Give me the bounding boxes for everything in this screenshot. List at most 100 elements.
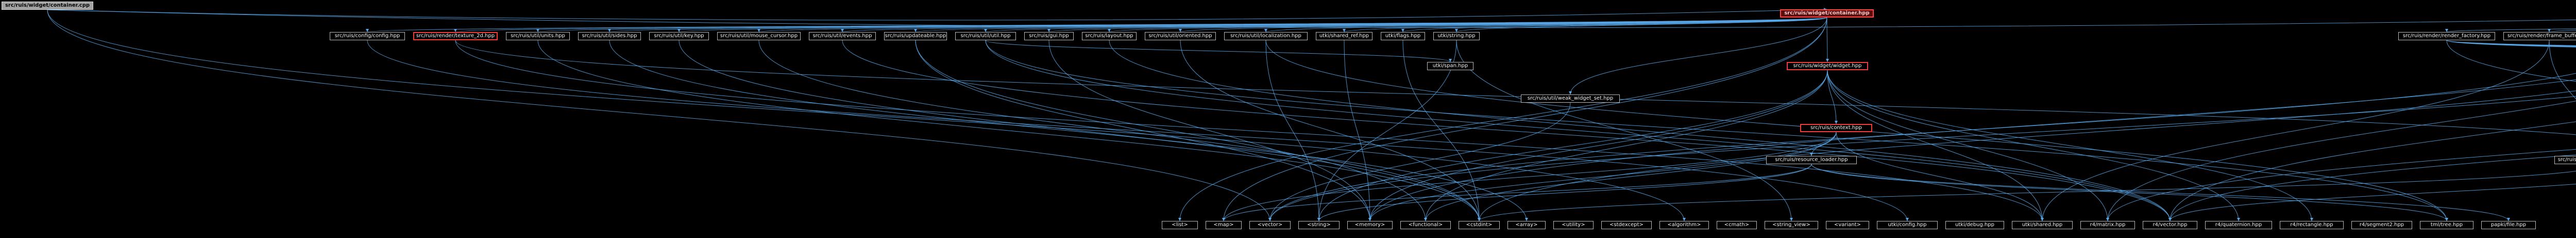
- graph-node-c16[interactable]: utki/string.hpp: [1433, 32, 1480, 40]
- include-edge: [985, 40, 1452, 62]
- include-edge: [1317, 70, 1828, 221]
- graph-node-b19[interactable]: r4/vector.hpp: [2143, 221, 2197, 229]
- graph-node-w0[interactable]: src/ruis/widget/widget.hpp: [1787, 62, 1868, 70]
- graph-node-c14[interactable]: utki/shared_ref.hpp: [1316, 32, 1372, 40]
- graph-node-c6[interactable]: src/ruis/util/mouse_cursor.hpp: [717, 32, 801, 40]
- include-edge: [2445, 28, 2576, 33]
- graph-node-b4[interactable]: <string>: [1298, 221, 1340, 229]
- graph-node-b22[interactable]: r4/segment2.hpp: [2351, 221, 2412, 229]
- include-edge: [1424, 70, 1828, 221]
- include-edge: [841, 17, 1827, 33]
- include-edge: [1180, 40, 1481, 221]
- include-edge: [455, 40, 2576, 135]
- include-edge: [47, 9, 2576, 28]
- graph-node-b11[interactable]: <algorithm>: [1659, 221, 1709, 229]
- include-edge: [2446, 40, 2576, 47]
- include-edge: [1569, 17, 1827, 95]
- include-edge: [1265, 40, 1320, 221]
- include-edge: [2549, 40, 2576, 100]
- graph-node-b3[interactable]: <vector>: [1249, 221, 1291, 229]
- include-edge: [1222, 132, 1837, 221]
- graph-node-c13[interactable]: src/ruis/util/localization.hpp: [1224, 32, 1308, 40]
- graph-node-g1[interactable]: src/ruis/render/texture_depth.hpp: [2554, 156, 2576, 164]
- include-edge: [537, 40, 1481, 221]
- include-edge: [47, 8, 1827, 21]
- include-edge: [1424, 132, 1837, 221]
- graph-node-b10[interactable]: <stdexcept>: [1601, 221, 1652, 229]
- include-edge: [455, 40, 2044, 221]
- include-edge: [1478, 90, 2576, 221]
- include-edge: [2446, 40, 2576, 46]
- include-edge: [1811, 164, 2510, 221]
- include-edge: [1222, 17, 1827, 221]
- graph-node-h0[interactable]: src/ruis/widget/container.hpp: [1780, 9, 1874, 18]
- graph-node-b6[interactable]: <functional>: [1400, 221, 1451, 229]
- include-edge: [1109, 40, 2172, 221]
- graph-node-c5[interactable]: src/ruis/util/key.hpp: [649, 32, 709, 40]
- graph-node-g0[interactable]: src/ruis/resource_loader.hpp: [1766, 156, 1857, 164]
- graph-node-c4[interactable]: src/ruis/util/sides.hpp: [578, 32, 641, 40]
- include-edge: [2168, 154, 2576, 221]
- include-edge: [2548, 28, 2576, 33]
- graph-node-b5[interactable]: <memory>: [1347, 221, 1393, 229]
- include-edge: [915, 40, 1371, 221]
- include-edge: [679, 40, 1481, 221]
- graph-node-c12[interactable]: src/ruis/util/oriented.hpp: [1145, 32, 1216, 40]
- graph-node-c8[interactable]: src/ruis/updateable.hpp: [884, 32, 947, 40]
- include-edge: [1268, 96, 2576, 221]
- graph-node-b17[interactable]: utki/shared.hpp: [2012, 221, 2073, 229]
- graph-node-b9[interactable]: <utility>: [1553, 221, 1594, 229]
- include-edge: [1836, 132, 2044, 221]
- include-edge: [2446, 40, 2576, 82]
- graph-node-c3[interactable]: src/ruis/util/units.hpp: [506, 32, 570, 40]
- graph-node-c7[interactable]: src/ruis/util/events.hpp: [809, 32, 876, 40]
- graph-node-b20[interactable]: r4/quaternion.hpp: [2205, 221, 2272, 229]
- include-edge: [1827, 70, 1838, 124]
- include-edge: [2041, 40, 2550, 221]
- include-edge: [1827, 70, 2044, 221]
- graph-node-f2[interactable]: src/ruis/render/frame_buffer.hpp: [2503, 32, 2576, 40]
- graph-node-c1[interactable]: src/ruis/config/config.hpp: [330, 32, 405, 40]
- graph-node-f1[interactable]: src/ruis/render/render_factory.hpp: [2398, 32, 2495, 40]
- include-edge: [1344, 40, 1371, 221]
- graph-node-c10[interactable]: src/ruis/gui.hpp: [1024, 32, 1074, 40]
- graph-node-c15[interactable]: utki/flags.hpp: [1381, 32, 1425, 40]
- graph-node-b18[interactable]: r4/matrix.hpp: [2080, 221, 2135, 229]
- graph-node-u1[interactable]: utki/span.hpp: [1427, 62, 1473, 70]
- graph-node-b24[interactable]: papki/file.hpp: [2481, 221, 2536, 229]
- include-edge: [47, 9, 1272, 221]
- graph-node-b12[interactable]: <cmath>: [1717, 221, 1757, 229]
- include-edge: [2168, 121, 2576, 221]
- graph-node-b7[interactable]: <cstdint>: [1459, 221, 1500, 229]
- include-edge: [1456, 40, 1793, 221]
- graph-node-b21[interactable]: r4/rectangle.hpp: [2280, 221, 2344, 229]
- graph-node-x0[interactable]: src/ruis/context.hpp: [1800, 124, 1872, 132]
- include-edge: [1402, 40, 1481, 221]
- include-edge: [1268, 73, 2576, 221]
- graph-node-b2[interactable]: <map>: [1206, 221, 1242, 229]
- graph-node-b1[interactable]: <list>: [1162, 221, 1198, 229]
- include-edge: [1827, 70, 2109, 221]
- include-edge: [1478, 170, 2576, 221]
- include-edge: [1455, 17, 1827, 33]
- include-edge: [1048, 40, 1371, 221]
- include-edge: [842, 40, 2172, 221]
- include-edge: [1827, 70, 2240, 221]
- graph-node-e0[interactable]: src/ruis/util/weak_widget_set.hpp: [1521, 94, 1620, 103]
- graph-node-c11[interactable]: src/ruis/layout.hpp: [1082, 32, 1137, 40]
- include-edge: [1317, 164, 1812, 221]
- graph-node-b15[interactable]: utki/config.hpp: [1877, 221, 1938, 229]
- graph-node-b16[interactable]: utki/debug.hpp: [1945, 221, 2004, 229]
- graph-node-c2[interactable]: src/ruis/render/texture_2d.hpp: [413, 32, 498, 40]
- graph-node-c9[interactable]: src/ruis/util/util.hpp: [955, 32, 1016, 40]
- include-edge: [1178, 17, 1827, 221]
- graph-node-b14[interactable]: <variant>: [1826, 221, 1869, 229]
- include-edge: [1368, 70, 1828, 221]
- include-edge: [2106, 101, 2576, 221]
- include-edge: [367, 40, 1909, 221]
- graph-node-b23[interactable]: tml/tree.hpp: [2420, 221, 2473, 229]
- graph-node-b8[interactable]: <array>: [1507, 221, 1546, 229]
- graph-node-b13[interactable]: <string_view>: [1765, 221, 1818, 229]
